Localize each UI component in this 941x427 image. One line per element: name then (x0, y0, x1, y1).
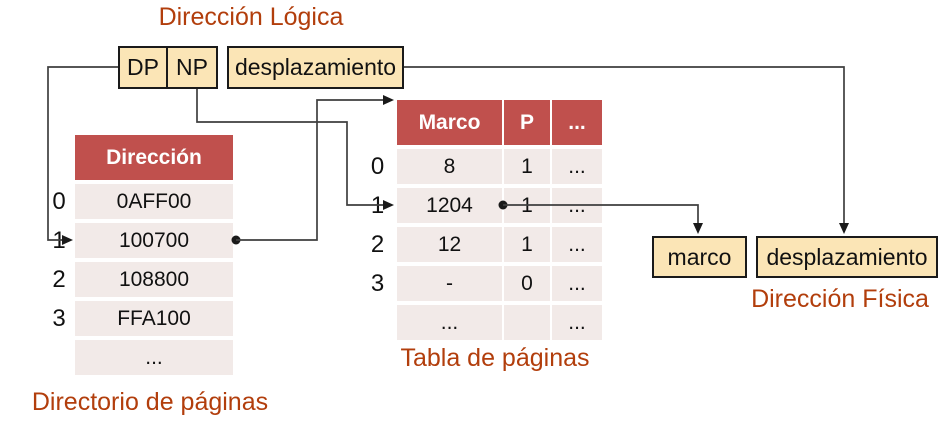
pagetable-cell-marco: - (397, 266, 502, 301)
marco-arrowhead-icon (693, 223, 703, 234)
pagetable-row-label: 3 (370, 269, 385, 297)
pagetable-cell-more: ... (552, 305, 602, 340)
directory-header-spacer (45, 135, 73, 180)
pagetable-cell-more: ... (552, 227, 602, 262)
directory-caption: Directorio de páginas (31, 388, 269, 416)
pagetable-header-p: P (504, 100, 550, 145)
pagetable-row-label: 0 (370, 152, 385, 180)
directory-row-label: 3 (52, 304, 66, 332)
directory-row-label: 2 (52, 265, 66, 293)
pagetable-cell-marco: 12 (397, 227, 502, 262)
directory-row-value: FFA100 (75, 301, 233, 336)
directory-row-label: 0 (52, 187, 66, 215)
offset-arrowhead-icon (839, 223, 849, 234)
pagetable-cell-p (504, 305, 550, 340)
pagetable-cell-marco: 1204 (397, 188, 502, 223)
pagetable-cell-marco: 8 (397, 149, 502, 184)
directory-row-value: 108800 (75, 262, 233, 297)
pagetable-cell-p: 1 (504, 149, 550, 184)
dp-field: DP (118, 46, 168, 89)
pagetable-cell-more: ... (552, 149, 602, 184)
pagetable-header-marco: Marco (397, 100, 502, 145)
physical-offset-field: desplazamiento (756, 236, 938, 278)
physical-address-caption: Dirección Física (751, 285, 929, 313)
directory-table: Dirección 0 0AFF00 1 100700 2 108800 3 F… (45, 135, 233, 375)
pagetable-cell-more: ... (552, 266, 602, 301)
directory-row-value: 0AFF00 (75, 184, 233, 219)
pagetable-cell-p: 0 (504, 266, 550, 301)
logical-address-title: Dirección Lógica (158, 3, 344, 31)
physical-marco-field: marco (652, 236, 747, 278)
pagetable-header-more: ... (552, 100, 602, 145)
directory-row-value: ... (75, 340, 233, 375)
np-field: NP (166, 46, 218, 89)
directory-row-label (45, 340, 73, 375)
pagetable-cell-p: 1 (504, 188, 550, 223)
directory-header-cell: Dirección (75, 135, 233, 180)
directory-row-value: 100700 (75, 223, 233, 258)
pagetable-row-label (360, 305, 395, 340)
pagetable-row-label: 2 (370, 230, 385, 258)
pagetable-cell-p: 1 (504, 227, 550, 262)
page-table: Marco P ... 0 8 1 ... 1 1204 1 ... 2 12 … (360, 100, 602, 340)
pagetable-cell-marco: ... (397, 305, 502, 340)
logical-offset-field: desplazamiento (227, 46, 404, 89)
pagetable-cell-more: ... (552, 188, 602, 223)
pagetable-header-spacer (360, 100, 395, 145)
pagetable-row-label: 1 (370, 191, 385, 219)
directory-row-label: 1 (52, 226, 66, 254)
page-table-caption: Tabla de páginas (400, 344, 590, 372)
